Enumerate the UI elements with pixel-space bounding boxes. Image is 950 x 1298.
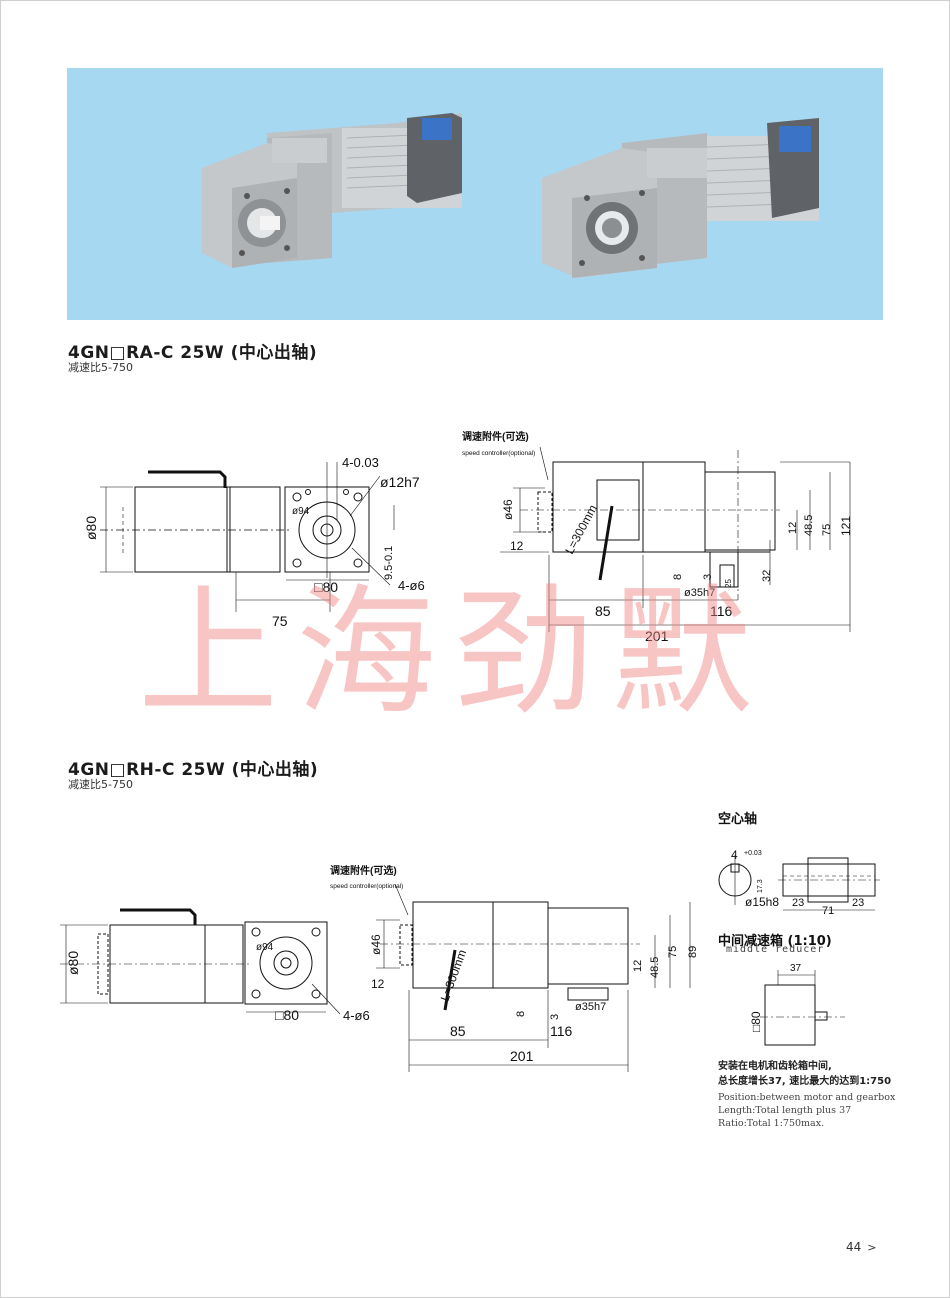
s1-dim-d12: ø12h7 bbox=[380, 474, 420, 490]
s1-dim-sq80: □80 bbox=[314, 579, 338, 595]
s2-dim-d80: ø80 bbox=[65, 951, 81, 975]
s2-dim-l201: 201 bbox=[510, 1048, 534, 1064]
middle-note-cn-1: 安装在电机和齿轮箱中间, bbox=[718, 1061, 832, 1072]
section2-drawing: ø80 ø94 □80 4-ø6 ø46 12 L=300mm 8 3 ø35h… bbox=[60, 864, 699, 1072]
product-photo bbox=[67, 68, 883, 320]
s2-dim-lmm: L=300mm bbox=[438, 948, 470, 1003]
page-number-label: 44 bbox=[846, 1240, 862, 1254]
s1-dim-v75: 75 bbox=[821, 524, 833, 536]
s1-dim-v12: 12 bbox=[787, 522, 799, 534]
s1-dim-l32: 32 bbox=[761, 570, 773, 582]
hollow-b23: 23 bbox=[852, 897, 864, 909]
s2-dim-l85: 85 bbox=[450, 1023, 466, 1039]
s1-dim-d46: ø46 bbox=[501, 499, 515, 520]
s2-dim-sq80: □80 bbox=[275, 1007, 299, 1023]
s1-dim-l3: 3 bbox=[702, 574, 714, 580]
s1-dim-v121: 121 bbox=[839, 516, 853, 536]
s1-dim-d94: ø94 bbox=[292, 506, 310, 517]
hollow-a23: 23 bbox=[792, 897, 804, 909]
section1-ratio: 减速比5-750 bbox=[68, 361, 133, 374]
middle-note-cn-2: 总长度增长37, 速比最大的达到1:750 bbox=[718, 1076, 892, 1087]
hollow-k173: 17.3 bbox=[757, 879, 764, 893]
s2-dim-l12: 12 bbox=[371, 977, 385, 991]
s2-dim-v75: 75 bbox=[667, 946, 679, 958]
s1-dim-l201: 201 bbox=[645, 628, 669, 644]
s2-dim-l8: 8 bbox=[515, 1011, 527, 1017]
middle-w37: 37 bbox=[790, 963, 802, 974]
s2-dim-v89: 89 bbox=[687, 946, 699, 958]
middle-reducer-title: 中间减速箱 (1:10) bbox=[718, 934, 832, 949]
s2-dim-d94: ø94 bbox=[256, 942, 274, 953]
s1-dim-tol: 4-0.03 bbox=[342, 455, 379, 470]
section1-drawing: ø80 4-0.03 ø12h7 ø94 9.5-0.1 4-ø6 □80 75… bbox=[83, 430, 853, 644]
hollow-k4: 4 bbox=[731, 848, 738, 862]
middle-note-en-2: Length:Total length plus 37 bbox=[718, 1105, 852, 1116]
page-number[interactable]: 44 > bbox=[846, 1240, 877, 1254]
middle-sq80: □80 bbox=[749, 1011, 763, 1032]
middle-reducer-drawing: 37 □80 bbox=[749, 963, 845, 1046]
section2-ratio: 减速比5-750 bbox=[68, 778, 133, 791]
middle-reducer-subtitle: middle reducer bbox=[726, 944, 825, 955]
s1-dim-l8: 8 bbox=[672, 574, 684, 580]
hollow-d15: ø15h8 bbox=[745, 895, 779, 909]
s1-callout-cn: 调速附件(可选) bbox=[462, 430, 529, 443]
section2-title: 4GN□RH-C 25W (中心出轴) bbox=[68, 760, 319, 780]
s1-dim-l85: 85 bbox=[595, 603, 611, 619]
motor-photo-right bbox=[542, 118, 819, 278]
s2-callout-en: speed controller(optional) bbox=[330, 883, 403, 890]
s1-dim-l12: 12 bbox=[510, 539, 524, 553]
section1-title: 4GN□RA-C 25W (中心出轴) bbox=[68, 343, 318, 363]
hollow-a71: 71 bbox=[822, 905, 834, 917]
s1-dim-k95: 9.5-0.1 bbox=[383, 546, 395, 580]
s2-callout-cn: 调速附件(可选) bbox=[330, 864, 397, 877]
s1-dim-d35: ø35h7 bbox=[684, 587, 715, 599]
s2-dim-l116: 116 bbox=[550, 1023, 573, 1039]
hollow-shaft-drawing: 4 +0.03 17.3 ø15h8 23 71 23 bbox=[718, 848, 880, 917]
s1-dim-l25: 25 bbox=[724, 579, 733, 588]
watermark: 上海劲默 bbox=[138, 572, 771, 735]
s2-dim-holes: 4-ø6 bbox=[343, 1008, 370, 1023]
s1-dim-l116: 116 bbox=[710, 603, 733, 619]
s2-dim-d46: ø46 bbox=[369, 934, 383, 955]
s2-dim-v485: 48.5 bbox=[649, 957, 661, 978]
s2-dim-l3: 3 bbox=[549, 1014, 561, 1020]
s1-dim-holes: 4-ø6 bbox=[398, 578, 425, 593]
hollow-tol: +0.03 bbox=[744, 850, 762, 857]
s1-dim-v485: 48.5 bbox=[803, 515, 815, 536]
s1-dim-d80: ø80 bbox=[83, 516, 99, 540]
s2-dim-d35: ø35h7 bbox=[575, 1001, 606, 1013]
s1-callout-en: speed controller(optional) bbox=[462, 450, 535, 457]
s1-dim-l75: 75 bbox=[272, 613, 288, 629]
motor-photo-left bbox=[202, 113, 462, 268]
s2-dim-v12: 12 bbox=[632, 960, 644, 972]
middle-note-en-3: Ratio:Total 1:750max. bbox=[718, 1118, 825, 1129]
gear-motor-photos bbox=[202, 113, 819, 278]
next-page-icon[interactable]: > bbox=[867, 1241, 877, 1254]
hollow-shaft-title: 空心轴 bbox=[718, 812, 758, 827]
middle-note-en-1: Position:between motor and gearbox bbox=[718, 1092, 896, 1103]
